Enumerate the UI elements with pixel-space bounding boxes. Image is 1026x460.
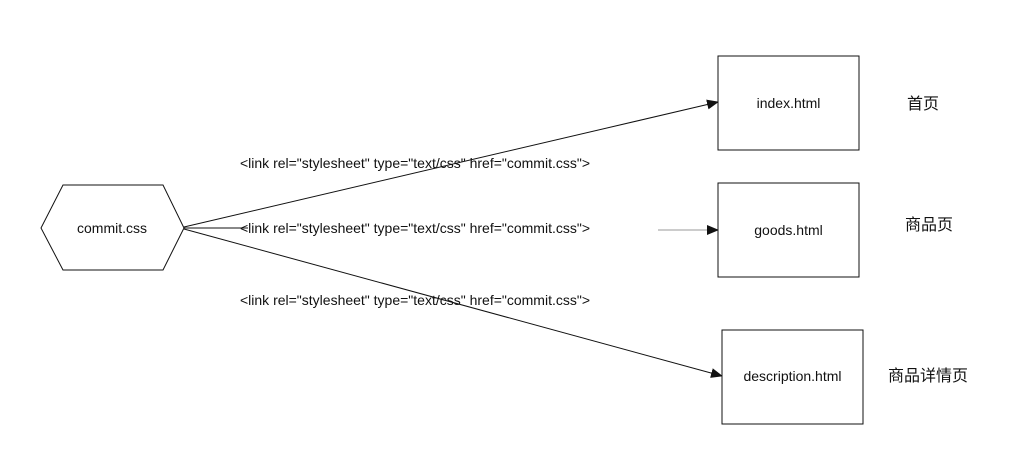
- page-caption-description: 商品详情页: [888, 366, 968, 385]
- page-caption-goods: 商品页: [905, 215, 953, 234]
- page-box: [717, 182, 860, 278]
- source-node-label: commit.css: [77, 220, 147, 236]
- edge-to-description: [183, 228, 723, 378]
- page-file-label: index.html: [757, 95, 821, 111]
- page-caption-index: 首页: [907, 94, 939, 113]
- hexagon-shape: [40, 184, 185, 271]
- edge-label-goods: <link rel="stylesheet" type="text/css" h…: [240, 220, 590, 236]
- page-box: [721, 329, 864, 425]
- page-box: [717, 55, 860, 151]
- edge-label-index: <link rel="stylesheet" type="text/css" h…: [240, 155, 590, 171]
- page-file-label: goods.html: [754, 222, 822, 238]
- edge-to-index: [183, 99, 719, 228]
- page-node-index: index.html: [717, 55, 860, 151]
- edge-label-description: <link rel="stylesheet" type="text/css" h…: [240, 292, 590, 308]
- page-file-label: description.html: [743, 368, 841, 384]
- page-node-description: description.html: [721, 329, 864, 425]
- source-node-commit-css: commit.css: [40, 184, 185, 271]
- page-node-goods: goods.html: [717, 182, 860, 278]
